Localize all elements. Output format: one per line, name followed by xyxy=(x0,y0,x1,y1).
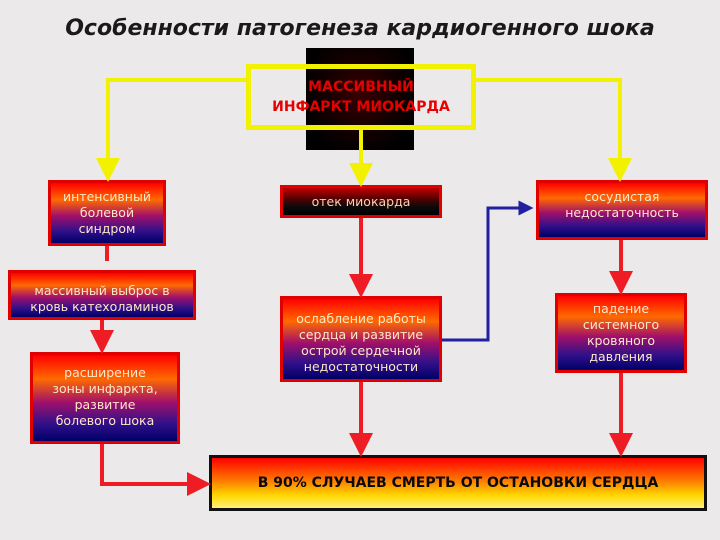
node-catecholamine-release-line-2: кровь катехоламинов xyxy=(30,299,174,314)
node-vascular-insufficiency-line-1: сосудистая xyxy=(584,189,660,204)
node-infarct-expansion-line-1: расширение xyxy=(64,365,146,380)
node-pressure-drop: падение системного кровяного давления xyxy=(555,293,687,373)
node-catecholamine-release: массивный выброс в кровь катехоламинов xyxy=(8,270,196,320)
node-vascular-insufficiency: сосудистая недостаточность xyxy=(536,180,708,240)
node-catecholamine-release-line-1: массивный выброс в xyxy=(34,283,170,298)
node-massive-infarction-line-1: МАССИВНЫЙ xyxy=(308,79,414,95)
connector-mi-to-pain xyxy=(96,78,246,182)
node-massive-infarction: МАССИВНЫЙ ИНФАРКТ МИОКАРДА xyxy=(246,64,476,130)
connector-expansion-to-outcome xyxy=(100,444,211,496)
node-infarct-expansion-line-2: зоны инфаркта, xyxy=(52,381,158,396)
node-massive-infarction-line-2: ИНФАРКТ МИОКАРДА xyxy=(272,99,450,115)
node-heart-failure-line-3: острой сердечной xyxy=(301,343,421,358)
node-pressure-drop-line-3: кровяного xyxy=(586,333,656,348)
diagram-title: Особенности патогенеза кардиогенного шок… xyxy=(65,16,655,41)
node-infarct-expansion-line-3: развитие xyxy=(74,397,136,412)
node-heart-failure: ослабление работы сердца и развитие остр… xyxy=(280,296,442,382)
connector-mi-to-vascular xyxy=(476,78,632,182)
node-myocardial-edema: отек миокарда xyxy=(280,185,442,218)
node-pain-syndrome-line-2: болевой xyxy=(79,205,135,220)
node-pain-syndrome-line-3: синдром xyxy=(78,221,136,236)
node-pain-syndrome-line-1: интенсивный xyxy=(63,189,151,204)
node-pressure-drop-line-4: давления xyxy=(589,349,653,364)
node-outcome-death-text: В 90% СЛУЧАЕВ СМЕРТЬ ОТ ОСТАНОВКИ СЕРДЦА xyxy=(257,475,659,491)
node-infarct-expansion: расширение зоны инфаркта, развитие болев… xyxy=(30,352,180,444)
node-outcome-death: В 90% СЛУЧАЕВ СМЕРТЬ ОТ ОСТАНОВКИ СЕРДЦА xyxy=(209,455,707,511)
node-infarct-expansion-line-4: болевого шока xyxy=(55,413,155,428)
node-heart-failure-line-4: недостаточности xyxy=(303,359,419,374)
connector-failure-to-vascular xyxy=(442,200,534,342)
node-pressure-drop-line-1: падение xyxy=(592,301,650,316)
node-vascular-insufficiency-line-2: недостаточность xyxy=(565,205,679,220)
node-myocardial-edema-line-1: отек миокарда xyxy=(311,193,411,209)
node-heart-failure-line-1: ослабление работы xyxy=(296,311,426,326)
node-pressure-drop-line-2: системного xyxy=(582,317,660,332)
node-heart-failure-line-2: сердца и развитие xyxy=(298,327,424,342)
